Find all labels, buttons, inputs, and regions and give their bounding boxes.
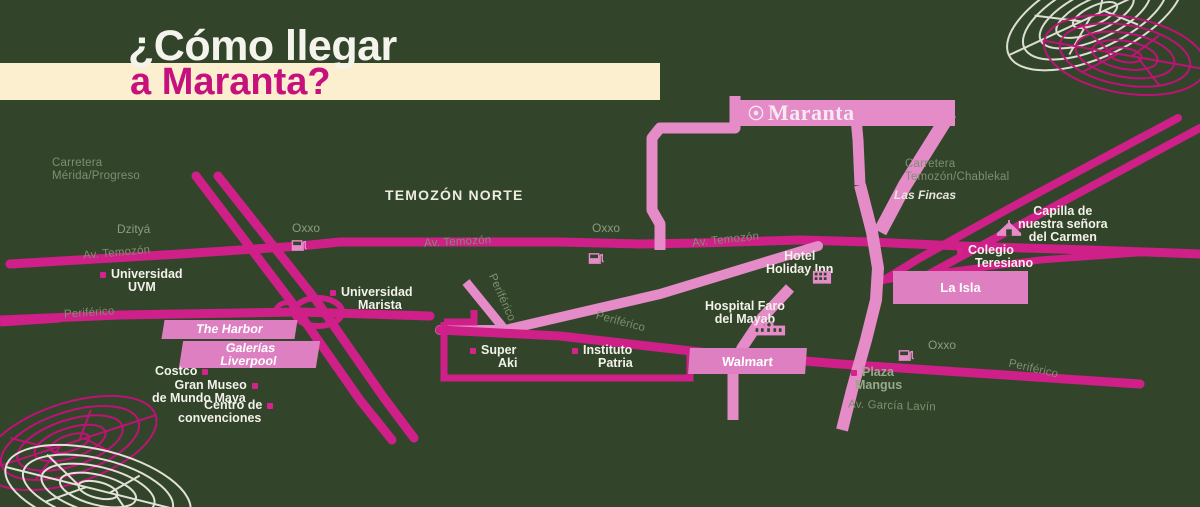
- road-carretera-chablekal-a: [896, 124, 1200, 294]
- road-pink-center-vertical: [462, 279, 509, 333]
- road-interchange-loop: [291, 295, 345, 329]
- block-the-harbor[interactable]: The Harbor: [161, 320, 298, 339]
- road-maranta-banner-tail: [873, 109, 956, 236]
- road-block-outline-north: [444, 310, 478, 326]
- road-pink-east-upper: [850, 117, 866, 186]
- gas-station-icon: [588, 251, 608, 265]
- maranta-destination-label[interactable]: Maranta: [748, 100, 855, 126]
- gas-station-icon: [291, 238, 311, 252]
- block-label: Galerías Liverpool: [219, 340, 278, 368]
- hospital-icon: [752, 322, 786, 337]
- block-label: La Isla: [940, 280, 981, 295]
- block-la-isla[interactable]: La Isla: [893, 271, 1028, 304]
- road-periferico-stub: [0, 313, 61, 327]
- road-periferico-west: [0, 307, 435, 325]
- block-walmart[interactable]: Walmart: [688, 348, 807, 374]
- road-pink-east-vertical: [836, 183, 884, 432]
- road-carretera-merida-progreso-b: [213, 171, 419, 443]
- road-periferico-center: [435, 325, 1145, 389]
- block-label: Walmart: [721, 353, 774, 369]
- block-galerias-liverpool[interactable]: Galerías Liverpool: [178, 340, 321, 368]
- gas-station-icon: [898, 348, 918, 362]
- location-pin-icon: [748, 105, 764, 121]
- hotel-icon: [812, 270, 832, 285]
- block-label: The Harbor: [195, 322, 265, 336]
- road-interchange-ramp: [273, 300, 297, 311]
- church-icon: [995, 220, 1023, 236]
- road-carretera-merida-progreso-a: [191, 171, 397, 445]
- road-av-temozon-west: [5, 237, 645, 269]
- maranta-name: Maranta: [768, 100, 855, 125]
- road-maranta-access: [646, 96, 741, 250]
- road-carretera-chablekal-b: [880, 114, 1182, 284]
